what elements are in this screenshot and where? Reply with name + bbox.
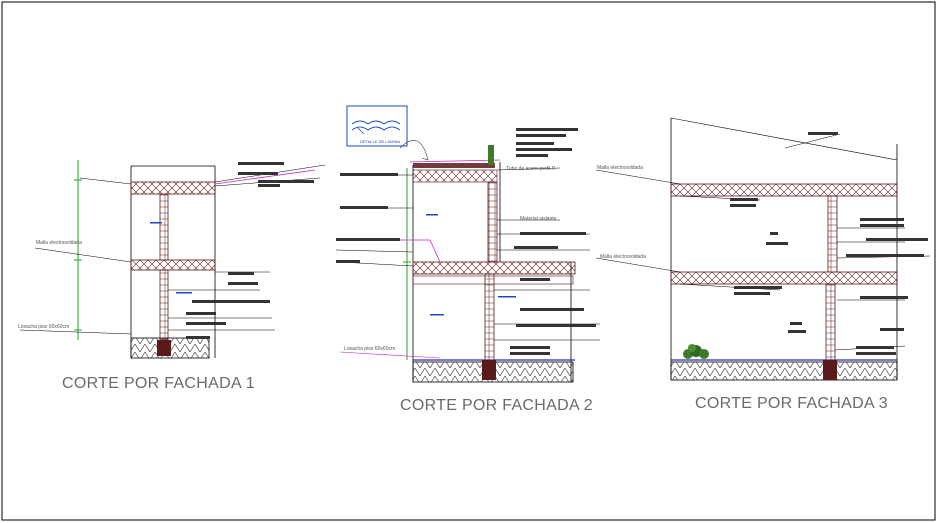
section-3-note-mesh-mid: Malla electrosoldada (600, 254, 646, 260)
section-1-note-mesh: Malla electrosoldada (36, 240, 82, 246)
section-2-drawing (335, 105, 600, 383)
section-1-drawing (19, 160, 326, 359)
shrub-icon (683, 344, 709, 359)
section-3-note-mesh-top: Malla electrosoldada (597, 165, 643, 171)
roof-detail-inset (346, 105, 408, 147)
detail-label: DETALLE DE LAMINA (360, 139, 400, 144)
section-1-note-floor: Losacha piso 60x60cm (18, 324, 69, 330)
section-2-note-floor: Losacha piso 60x60cm (344, 346, 395, 352)
section-2-title: CORTE POR FACHADA 2 (400, 397, 593, 414)
section-3-title: CORTE POR FACHADA 3 (695, 395, 888, 412)
section-2-note-tube: Tubo de acero perfil R (506, 166, 556, 172)
section-3-drawing (595, 117, 931, 381)
section-1-title: CORTE POR FACHADA 1 (62, 375, 255, 392)
section-2-note-insulation: Material aislante (520, 216, 557, 222)
